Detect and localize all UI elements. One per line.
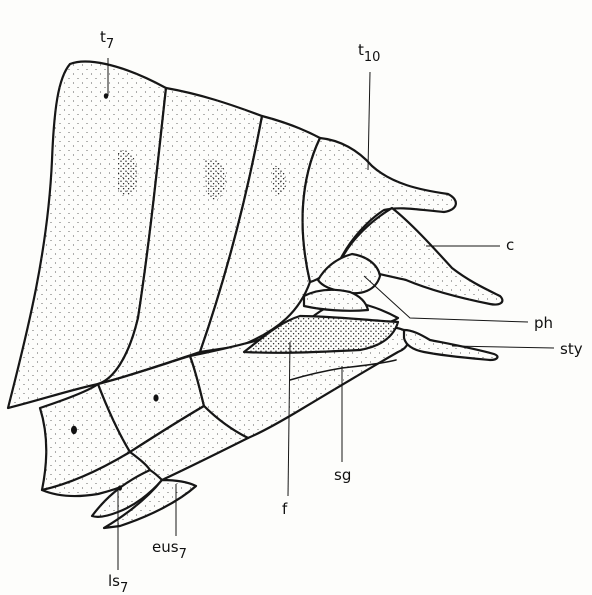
label-f: f [282, 500, 288, 518]
label-eus7: eus7 [152, 538, 187, 562]
label-sg: sg [334, 466, 351, 484]
label-ls7: ls7 [108, 572, 128, 595]
label-t7: t7 [100, 28, 114, 52]
leader-t10 [368, 72, 370, 170]
label-ph: ph [534, 314, 553, 332]
stylus [404, 330, 497, 360]
label-sty: sty [560, 340, 583, 358]
label-t10: t10 [358, 41, 380, 65]
label-c: c [506, 236, 514, 254]
